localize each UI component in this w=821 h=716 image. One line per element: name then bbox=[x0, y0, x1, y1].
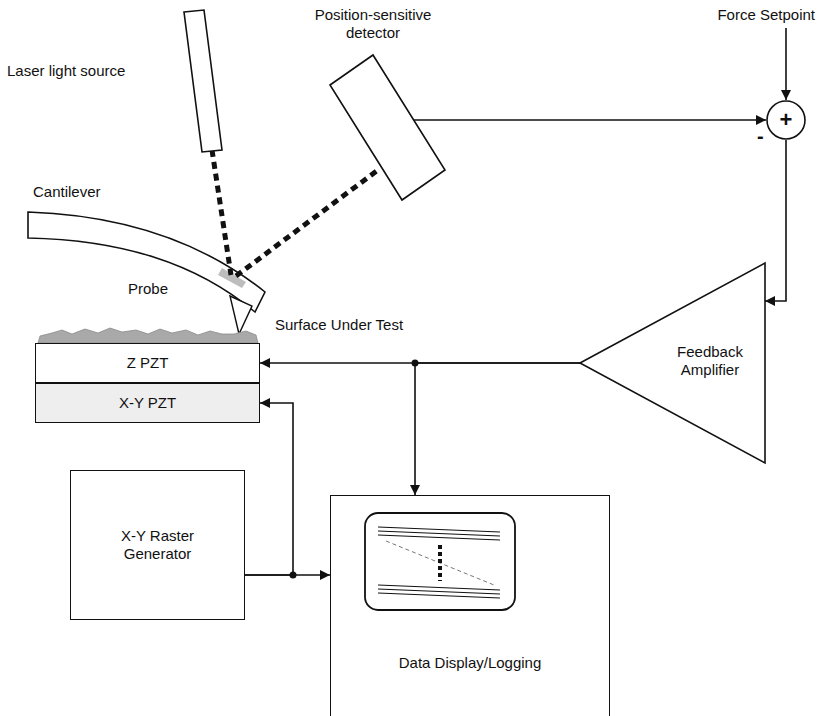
z-pzt-block: Z PZT bbox=[35, 343, 260, 383]
laser-beam bbox=[212, 150, 231, 275]
position-detector-outline bbox=[325, 52, 450, 212]
scan-marker bbox=[438, 545, 442, 581]
node-label: X-Y Raster Generator bbox=[98, 527, 218, 563]
probe-tip bbox=[230, 296, 252, 334]
summing-junction: + bbox=[766, 100, 806, 140]
minus-sign: - bbox=[757, 124, 764, 148]
signal-connector bbox=[415, 363, 580, 495]
part-label: Cantilever bbox=[33, 183, 101, 201]
node-label: Position-sensitive detector bbox=[303, 6, 443, 42]
part-label: Probe bbox=[128, 280, 168, 298]
signal-connector bbox=[245, 574, 330, 576]
scan-lines bbox=[378, 527, 500, 598]
laser-source-outline bbox=[172, 8, 232, 156]
node-label: + bbox=[780, 107, 793, 133]
setpoint-arrow bbox=[785, 28, 787, 100]
surface-relief bbox=[38, 328, 258, 343]
node-label: Feedback Amplifier bbox=[660, 343, 760, 379]
signal-connector bbox=[245, 403, 293, 575]
xy-pzt-block: X-Y PZT bbox=[35, 383, 260, 423]
retrace-line bbox=[386, 541, 494, 585]
node-label: X-Y PZT bbox=[119, 394, 176, 412]
display-box: Data Display/Logging bbox=[330, 495, 610, 716]
laser-source: Laser light source bbox=[172, 8, 232, 156]
setpoint-label: Force Setpoint bbox=[690, 6, 815, 24]
feedback-amplifier: Feedback Amplifier bbox=[580, 263, 765, 463]
part-label: Surface Under Test bbox=[275, 316, 403, 334]
signal-connector bbox=[414, 119, 766, 121]
reflected-beam bbox=[236, 170, 378, 276]
signal-connector bbox=[765, 140, 786, 301]
position-detector: Position-sensitive detector bbox=[325, 52, 450, 212]
raster-generator-box: X-Y Raster Generator bbox=[70, 470, 245, 620]
node-label: Laser light source bbox=[7, 62, 67, 80]
node-label: Data Display/Logging bbox=[399, 654, 542, 672]
node-label: Z PZT bbox=[127, 354, 169, 372]
display-screen bbox=[365, 513, 515, 610]
